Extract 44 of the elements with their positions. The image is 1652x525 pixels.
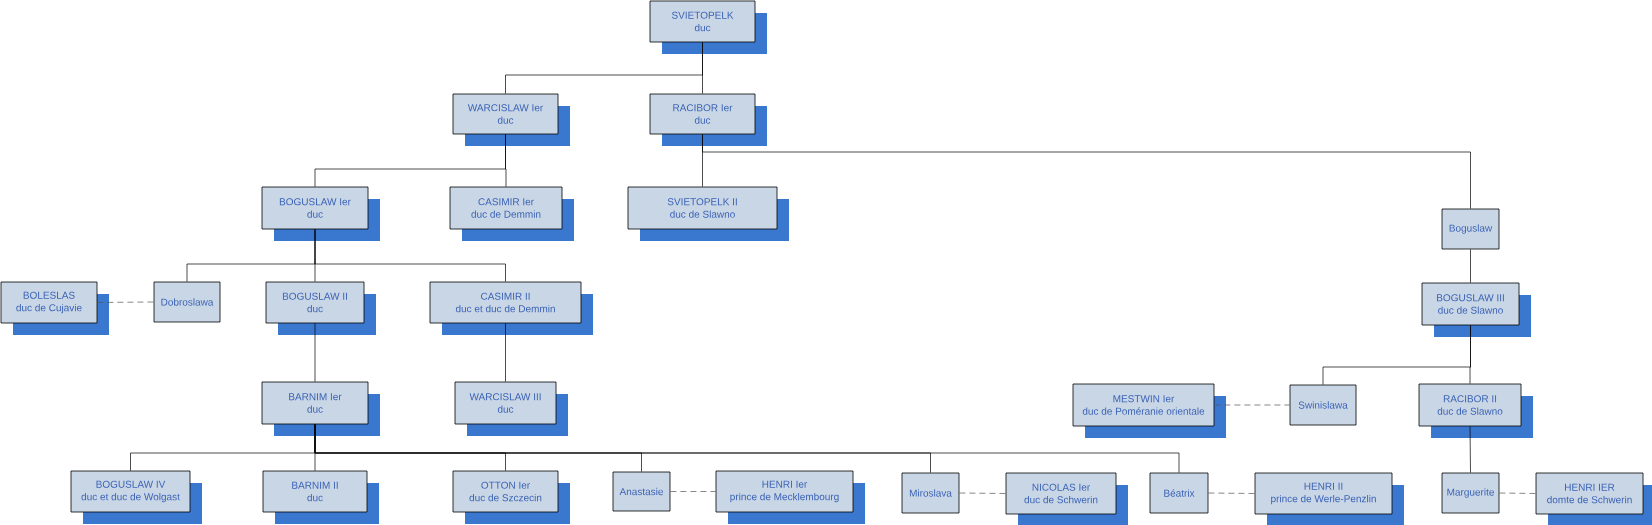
person-box: CASIMIR Ier duc de Demmin [449,186,574,241]
person-box: Swinislawa [1289,384,1357,426]
connector-line [702,42,703,94]
connector-line [505,323,506,382]
connector-line [670,491,716,492]
person-box: OTTON Ier duc de Szczecin [452,470,570,524]
connector-line [505,134,507,187]
connector-line [1470,249,1471,283]
connector-line [702,134,1471,209]
person-box: HENRI Ier prince de Mecklembourg [715,470,865,524]
person-box: SVIETOPELK duc [649,0,767,54]
connector-line [959,492,1006,494]
connector-line [1214,404,1290,406]
person-box: HENRI II prince de Werle-Penzlin [1254,472,1404,525]
person-box: NICOLAS Ier duc de Schwerin [1005,472,1128,525]
person-box: Miroslava [901,472,960,514]
person-box: CASIMIR II duc et duc de Demmin [429,281,593,335]
person-box: MESTWIN Ier duc de Poméranie orientale [1072,383,1226,438]
person-box: Béatrix [1149,472,1209,514]
person-box: BOLESLAS duc de Cujavie [0,281,109,335]
person-box: Boguslaw [1441,208,1500,250]
person-box: BOGUSLAW IV duc et duc de Wolgast [70,470,202,524]
person-box: Marguerite [1441,472,1500,514]
connector-line [1499,492,1536,494]
person-box: SVIETOPELK II duc de Slawno [627,186,789,241]
person-box: BOGUSLAW II duc [265,281,376,335]
connector-line [1469,426,1471,473]
person-box: Dobroslawa [153,281,221,323]
connector-line [1469,325,1471,384]
person-box: WARCISLAW III duc [454,381,568,436]
person-box: BARNIM Ier duc [261,381,380,436]
connector-line [97,301,154,303]
person-box: RACIBOR Ier duc [649,93,767,146]
person-box: WARCISLAW Ier duc [452,93,570,146]
person-box: BARNIM II duc [262,470,379,524]
person-box: BOGUSLAW III duc de Slawno [1421,282,1531,337]
person-box: BOGUSLAW Ier duc [261,186,380,241]
person-box: RACIBOR II duc de Slawno [1418,383,1533,438]
connector-line [314,229,506,282]
connector-line [1208,492,1255,494]
connector-line [314,424,1180,473]
person-box: Anastasie [612,471,671,512]
connector-line [314,323,316,382]
person-box: HENRI IER domte de Schwerin [1535,472,1652,525]
